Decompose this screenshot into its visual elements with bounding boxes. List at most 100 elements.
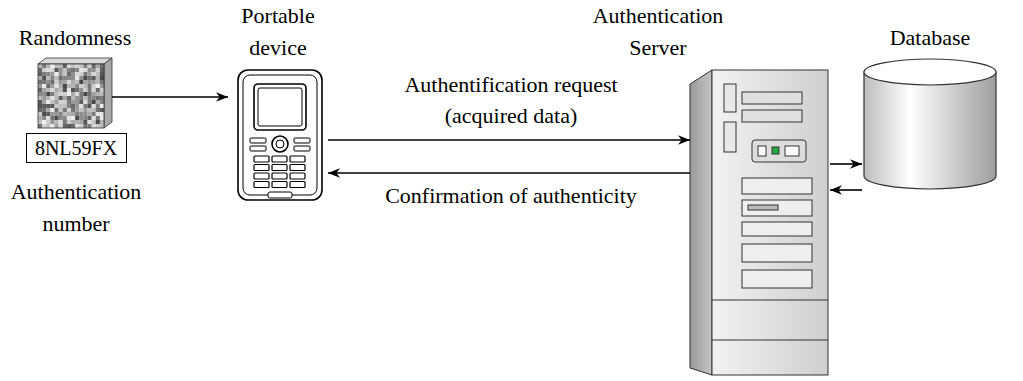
noise-cell xyxy=(71,76,75,80)
noise-cell xyxy=(100,92,104,96)
noise-cell xyxy=(55,96,59,100)
noise-cell xyxy=(92,124,96,128)
noise-cell xyxy=(50,96,54,100)
noise-cell xyxy=(100,100,104,104)
noise-cell xyxy=(67,116,71,120)
noise-cell xyxy=(59,116,63,120)
noise-cell xyxy=(83,64,87,68)
noise-cell xyxy=(42,124,46,128)
noise-cell xyxy=(38,124,42,128)
keypad-key xyxy=(290,173,305,179)
noise-cell xyxy=(63,100,67,104)
noise-cell xyxy=(38,88,42,92)
noise-cell xyxy=(75,116,79,120)
noise-cell xyxy=(38,92,42,96)
noise-cell xyxy=(59,84,63,88)
noise-cell xyxy=(59,124,63,128)
noise-cell xyxy=(100,68,104,72)
noise-cell xyxy=(88,84,92,88)
noise-texture xyxy=(38,64,104,128)
noise-cell xyxy=(75,68,79,72)
node-caption: Database xyxy=(860,22,1000,54)
noise-cell xyxy=(79,64,83,68)
noise-cell xyxy=(63,96,67,100)
noise-cell xyxy=(83,76,87,80)
noise-cell xyxy=(79,88,83,92)
noise-cell xyxy=(83,116,87,120)
noise-cell xyxy=(75,104,79,108)
phone-keypad xyxy=(254,156,305,188)
noise-cell xyxy=(75,124,79,128)
noise-cell xyxy=(50,64,54,68)
noise-cell xyxy=(79,92,83,96)
noise-cell xyxy=(88,92,92,96)
noise-cell xyxy=(71,80,75,84)
noise-cell xyxy=(59,104,63,108)
noise-cell xyxy=(50,124,54,128)
noise-cell xyxy=(50,84,54,88)
noise-cell xyxy=(71,68,75,72)
noise-cell xyxy=(42,76,46,80)
noise-cell xyxy=(59,100,63,104)
noise-cell xyxy=(50,72,54,76)
noise-cell xyxy=(75,88,79,92)
noise-cell xyxy=(88,116,92,120)
noise-cell xyxy=(63,84,67,88)
noise-cell xyxy=(63,72,67,76)
noise-cell xyxy=(63,112,67,116)
noise-cell xyxy=(67,72,71,76)
noise-cell xyxy=(79,104,83,108)
arrow-connector xyxy=(328,172,690,174)
noise-cell xyxy=(59,76,63,80)
noise-cell xyxy=(75,120,79,124)
noise-cell xyxy=(46,120,50,124)
noise-cell xyxy=(67,80,71,84)
noise-cell xyxy=(59,88,63,92)
noise-cell xyxy=(59,64,63,68)
keypad-key xyxy=(254,165,269,171)
noise-cell xyxy=(71,64,75,68)
noise-cell xyxy=(42,64,46,68)
noise-cell xyxy=(92,68,96,72)
noise-cell xyxy=(38,116,42,120)
noise-cell xyxy=(75,92,79,96)
noise-cell xyxy=(100,84,104,88)
noise-cell xyxy=(79,100,83,104)
noise-cell xyxy=(55,100,59,104)
noise-cell xyxy=(50,80,54,84)
noise-cell xyxy=(46,96,50,100)
keypad-key xyxy=(254,156,269,162)
noise-cell xyxy=(67,120,71,124)
noise-cell xyxy=(96,76,100,80)
noise-cell xyxy=(55,80,59,84)
noise-cell xyxy=(88,88,92,92)
noise-cell xyxy=(75,72,79,76)
noise-cell xyxy=(42,116,46,120)
database-cylinder xyxy=(864,59,996,189)
noise-cell xyxy=(63,124,67,128)
noise-cell xyxy=(67,96,71,100)
noise-cell xyxy=(96,120,100,124)
noise-cell xyxy=(50,108,54,112)
noise-cell xyxy=(92,88,96,92)
noise-cell xyxy=(46,100,50,104)
noise-cell xyxy=(55,124,59,128)
noise-cell xyxy=(100,108,104,112)
noise-cell xyxy=(42,120,46,124)
noise-cell xyxy=(67,100,71,104)
noise-cell xyxy=(46,108,50,112)
noise-cell xyxy=(88,64,92,68)
noise-cell xyxy=(96,104,100,108)
noise-cell xyxy=(38,96,42,100)
node-caption: Authentication number xyxy=(0,176,161,240)
noise-cell xyxy=(100,64,104,68)
noise-cell xyxy=(67,68,71,72)
noise-cell xyxy=(75,96,79,100)
noise-cell xyxy=(75,112,79,116)
noise-cell xyxy=(79,84,83,88)
noise-cell xyxy=(96,100,100,104)
arrow-connector xyxy=(830,189,862,191)
noise-cell xyxy=(92,108,96,112)
noise-cell xyxy=(42,88,46,92)
block-side-face xyxy=(104,58,112,128)
